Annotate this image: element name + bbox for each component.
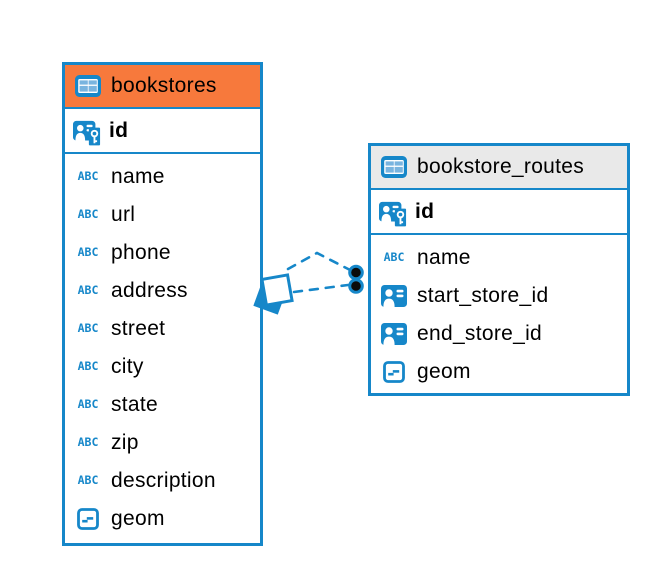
text-type-icon: ABC: [77, 473, 99, 488]
text-type-icon: ABC: [77, 397, 99, 412]
column-row-routes-end-store-id[interactable]: end_store_id: [371, 315, 627, 353]
text-type-icon: ABC: [77, 207, 99, 222]
column-list-bookstore-routes: ABC name start_store_id end_store_id ge: [371, 235, 627, 397]
column-name: end_store_id: [417, 322, 543, 345]
text-type-icon: ABC: [383, 250, 405, 265]
column-row-bookstores-description[interactable]: ABC description: [65, 462, 260, 500]
many-end-marker-front-square[interactable]: [260, 273, 294, 307]
column-row-bookstores-url[interactable]: ABC url: [65, 196, 260, 234]
text-type-icon: ABC: [77, 359, 99, 374]
column-name: geom: [417, 360, 471, 383]
relationship-line-1[interactable]: [286, 251, 354, 273]
column-list-bookstores: ABC name ABC url ABC phone ABC address A…: [65, 154, 260, 544]
text-type-icon: ABC: [77, 435, 99, 450]
one-end-marker-dot-2[interactable]: [348, 278, 364, 294]
column-row-bookstores-state[interactable]: ABC state: [65, 386, 260, 424]
foreign-key-icon: [380, 323, 408, 345]
pk-row-routes-id[interactable]: id: [371, 190, 627, 235]
table-name-bookstore-routes: bookstore_routes: [417, 155, 585, 178]
table-icon: [74, 75, 102, 97]
pk-column-name: id: [415, 199, 435, 223]
column-name: description: [111, 469, 216, 492]
text-type-icon: ABC: [77, 321, 99, 336]
one-end-marker-dot-1[interactable]: [348, 264, 364, 281]
column-name: street: [111, 317, 166, 340]
column-name: address: [111, 279, 188, 302]
relationship-line-2[interactable]: [292, 283, 350, 294]
table-name-bookstores: bookstores: [111, 74, 217, 97]
geometry-type-icon: [380, 361, 408, 383]
table-bookstore-routes[interactable]: bookstore_routes id ABC name start_store…: [368, 143, 630, 396]
column-row-bookstores-zip[interactable]: ABC zip: [65, 424, 260, 462]
column-row-routes-start-store-id[interactable]: start_store_id: [371, 277, 627, 315]
column-name: city: [111, 355, 144, 378]
text-type-icon: ABC: [77, 169, 99, 184]
table-icon: [380, 156, 408, 178]
primary-key-icon: [73, 115, 101, 147]
column-row-bookstores-street[interactable]: ABC street: [65, 310, 260, 348]
text-type-icon: ABC: [77, 283, 99, 298]
pk-column-name: id: [109, 118, 129, 142]
table-header-bookstore-routes[interactable]: bookstore_routes: [371, 146, 627, 190]
column-row-bookstores-geom[interactable]: geom: [65, 500, 260, 538]
table-header-bookstores[interactable]: bookstores: [65, 65, 260, 109]
geometry-type-icon: [74, 508, 102, 530]
column-row-bookstores-city[interactable]: ABC city: [65, 348, 260, 386]
column-name: phone: [111, 241, 171, 264]
column-row-bookstores-address[interactable]: ABC address: [65, 272, 260, 310]
column-name: geom: [111, 507, 165, 530]
foreign-key-icon: [380, 285, 408, 307]
column-name: start_store_id: [417, 284, 549, 307]
pk-row-bookstores-id[interactable]: id: [65, 109, 260, 154]
column-name: name: [417, 246, 471, 269]
text-type-icon: ABC: [77, 245, 99, 260]
column-name: name: [111, 165, 165, 188]
column-row-bookstores-name[interactable]: ABC name: [65, 158, 260, 196]
primary-key-icon: [379, 196, 407, 228]
column-row-bookstores-phone[interactable]: ABC phone: [65, 234, 260, 272]
column-name: url: [111, 203, 136, 226]
table-bookstores[interactable]: bookstores id ABC name ABC url ABC phone…: [62, 62, 263, 546]
column-row-routes-name[interactable]: ABC name: [371, 239, 627, 277]
column-name: zip: [111, 431, 139, 454]
column-name: state: [111, 393, 159, 416]
column-row-routes-geom[interactable]: geom: [371, 353, 627, 391]
